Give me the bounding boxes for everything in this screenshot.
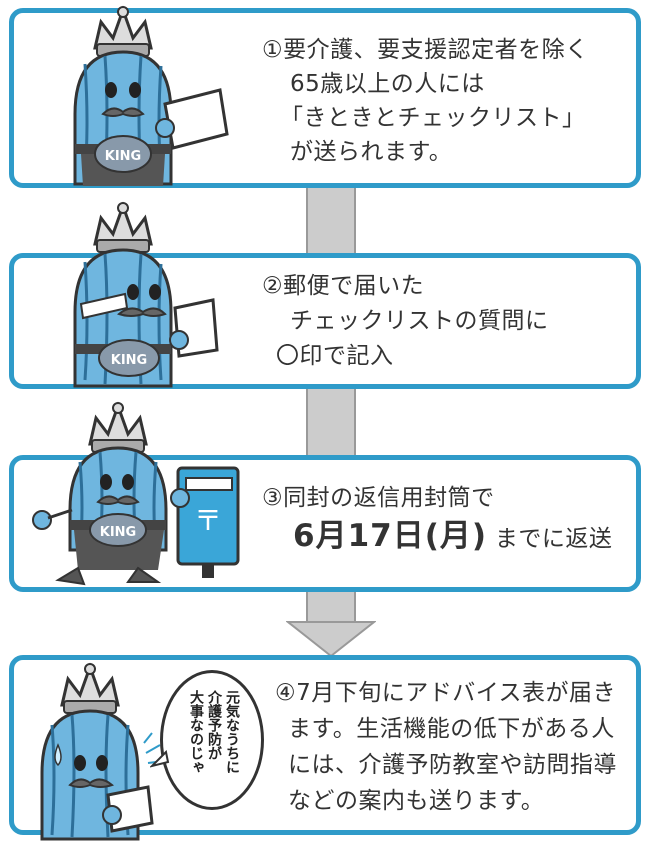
connector-3-4: [306, 590, 356, 625]
speech-bubble-line-2: 介護予防が: [206, 690, 222, 760]
deadline-date: 6月17日(月): [293, 518, 488, 554]
step-1-line-1: ①要介護、要支援認定者を除く: [262, 37, 589, 63]
svg-text:KING: KING: [105, 149, 141, 164]
step-3-line-1: ③同封の返信用封筒で: [262, 485, 495, 511]
step-4-line-2: ます。生活機能の低下がある人: [288, 716, 615, 742]
mascot-king-speaking-icon: [40, 662, 165, 841]
deadline-suffix: までに返送: [494, 526, 613, 552]
step-4-line-4: などの案内も送ります。: [288, 788, 545, 814]
step-4-line-1: ④7月下旬にアドバイス表が届き: [275, 680, 617, 706]
step-4-line-3: には、介護予防教室や訪問指導: [288, 752, 617, 778]
svg-text:KING: KING: [100, 525, 136, 540]
connector-2-3: [306, 387, 356, 457]
speech-bubble-line-1: 元気なうちに: [224, 690, 240, 774]
speech-bubble-tail: [150, 750, 170, 768]
step-1-line-2: 65歳以上の人には: [290, 71, 485, 97]
step-1-line-3: 「きときとチェックリスト」: [280, 105, 586, 131]
svg-text:KING: KING: [111, 353, 147, 368]
speech-bubble-line-3: 大事なのじゃ: [188, 690, 204, 774]
speech-bubble: [160, 670, 264, 810]
step-2-line-2: チェックリストの質問に: [290, 308, 549, 334]
step-3-line-2: 6月17日(月) までに返送: [293, 520, 612, 556]
down-arrow-icon: [286, 621, 376, 658]
mascot-king-reading-icon: KING: [73, 5, 229, 186]
step-1-line-4: が送られます。: [290, 139, 453, 165]
connector-1-2: [306, 185, 356, 255]
step-2-line-1: ②郵便で届いた: [262, 273, 425, 299]
mascot-king-writing-icon: KING: [73, 201, 219, 388]
mascot-king-posting-icon: KING 〒: [32, 401, 240, 586]
svg-text:〒: 〒: [194, 504, 222, 537]
step-2-line-3: 〇印で記入: [276, 343, 394, 369]
